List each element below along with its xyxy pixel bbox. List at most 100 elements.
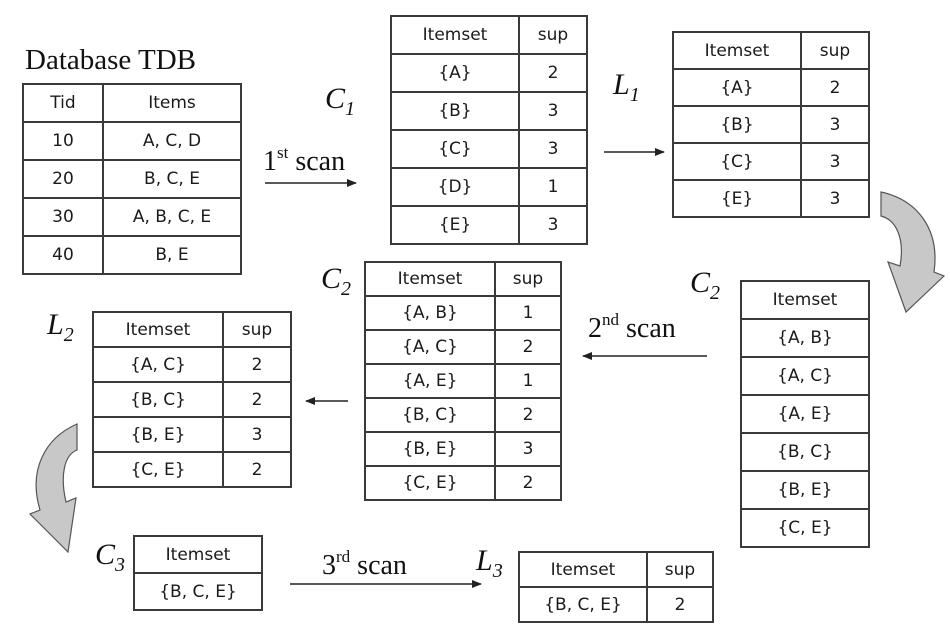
table-cell: {B, C} xyxy=(364,397,496,433)
database-title: Database TDB xyxy=(25,44,196,76)
c1-label: C1 xyxy=(325,82,355,121)
table-cell: 2 xyxy=(800,68,870,107)
table-cell: {B, C, E} xyxy=(518,586,648,623)
table-cell: {E} xyxy=(390,205,520,245)
table-cell: 2 xyxy=(222,381,292,418)
table-cell: 40 xyxy=(22,235,104,275)
table-header: sup xyxy=(494,261,562,297)
table-cell: {A, C} xyxy=(364,329,496,365)
table-cell: {A, E} xyxy=(364,363,496,399)
l1-label: L1 xyxy=(613,68,640,107)
scan-number: 1 xyxy=(263,146,277,177)
table-cell: {B, C} xyxy=(92,381,224,418)
table-cell: 1 xyxy=(494,295,562,331)
table-header: sup xyxy=(646,551,714,588)
label-letter: C xyxy=(325,82,346,115)
c2-candidates-table: Itemset {A, B} {A, C} {A, E} {B, C} {B, … xyxy=(740,280,870,548)
table-cell: {B, C} xyxy=(740,432,870,472)
l2-label: L2 xyxy=(47,308,74,347)
label-letter: L xyxy=(476,544,493,577)
table-cell: 3 xyxy=(518,129,588,169)
table-cell: {C, E} xyxy=(92,451,224,488)
table-cell: 2 xyxy=(222,451,292,488)
c3-table: Itemset {B, C, E} xyxy=(133,535,263,611)
c2-counted-label: C2 xyxy=(321,262,351,301)
table-header: Itemset xyxy=(133,535,263,574)
scan-word: scan xyxy=(295,146,346,177)
table-cell: {E} xyxy=(672,179,802,218)
table-cell: {D} xyxy=(390,167,520,207)
table-cell: 1 xyxy=(518,167,588,207)
table-cell: 2 xyxy=(222,346,292,383)
table-cell: {B, C, E} xyxy=(133,572,263,611)
table-cell: 2 xyxy=(518,53,588,93)
second-scan-label: 2nd scan xyxy=(588,310,676,345)
table-cell: {C} xyxy=(390,129,520,169)
table-header: Itemset xyxy=(364,261,496,297)
table-cell: A, B, C, E xyxy=(102,197,242,237)
label-subscript: 1 xyxy=(345,98,356,120)
table-cell: 2 xyxy=(646,586,714,623)
scan-number: 2 xyxy=(588,313,602,344)
table-cell: 20 xyxy=(22,159,104,199)
table-cell: {B, E} xyxy=(92,416,224,453)
table-cell: B, C, E xyxy=(102,159,242,199)
label-subscript: 3 xyxy=(115,554,126,576)
scan-word: scan xyxy=(357,550,407,581)
table-cell: {B} xyxy=(390,91,520,131)
table-cell: {A, C} xyxy=(740,356,870,396)
scan-ordinal: st xyxy=(277,143,289,162)
curved-arrow-icon xyxy=(28,423,78,554)
table-cell: 3 xyxy=(222,416,292,453)
curved-arrow-icon xyxy=(880,191,946,314)
table-cell: {A} xyxy=(390,53,520,93)
table-cell: {B, E} xyxy=(364,431,496,467)
table-cell: {C, E} xyxy=(364,465,496,501)
table-cell: 3 xyxy=(800,105,870,144)
table-cell: {A, E} xyxy=(740,394,870,434)
c3-label: C3 xyxy=(95,538,125,577)
table-cell: 30 xyxy=(22,197,104,237)
table-header: Itemset xyxy=(92,311,224,348)
third-scan-label: 3rd scan xyxy=(322,547,407,582)
table-cell: 2 xyxy=(494,465,562,501)
table-cell: 3 xyxy=(518,91,588,131)
label-letter: L xyxy=(47,308,64,341)
table-cell: {A, B} xyxy=(740,318,870,358)
table-cell: 2 xyxy=(494,329,562,365)
table-header: sup xyxy=(518,15,588,55)
label-subscript: 2 xyxy=(710,282,721,304)
label-subscript: 1 xyxy=(629,84,640,106)
label-letter: C xyxy=(321,262,342,295)
table-header: Itemset xyxy=(390,15,520,55)
table-cell: 1 xyxy=(494,363,562,399)
label-letter: L xyxy=(613,68,630,101)
table-cell: {A, B} xyxy=(364,295,496,331)
table-cell: {A} xyxy=(672,68,802,107)
table-cell: 3 xyxy=(518,205,588,245)
scan-ordinal: rd xyxy=(336,547,351,566)
scan-word: scan xyxy=(626,313,676,344)
table-cell: {A, C} xyxy=(92,346,224,383)
table-cell: {C, E} xyxy=(740,508,870,548)
table-cell: A, C, D xyxy=(102,121,242,161)
label-subscript: 2 xyxy=(341,278,352,300)
table-header: Itemset xyxy=(740,280,870,320)
table-cell: {B, E} xyxy=(740,470,870,510)
scan-ordinal: nd xyxy=(602,310,619,329)
table-header: sup xyxy=(222,311,292,348)
table-cell: 2 xyxy=(494,397,562,433)
first-scan-label: 1st scan xyxy=(263,143,345,178)
label-subscript: 2 xyxy=(63,324,74,346)
label-letter: C xyxy=(95,538,116,571)
scan-number: 3 xyxy=(322,550,336,581)
table-header: Itemset xyxy=(672,31,802,70)
table-header: Tid xyxy=(22,83,104,123)
table-cell: 3 xyxy=(800,179,870,218)
table-header: Itemset xyxy=(518,551,648,588)
